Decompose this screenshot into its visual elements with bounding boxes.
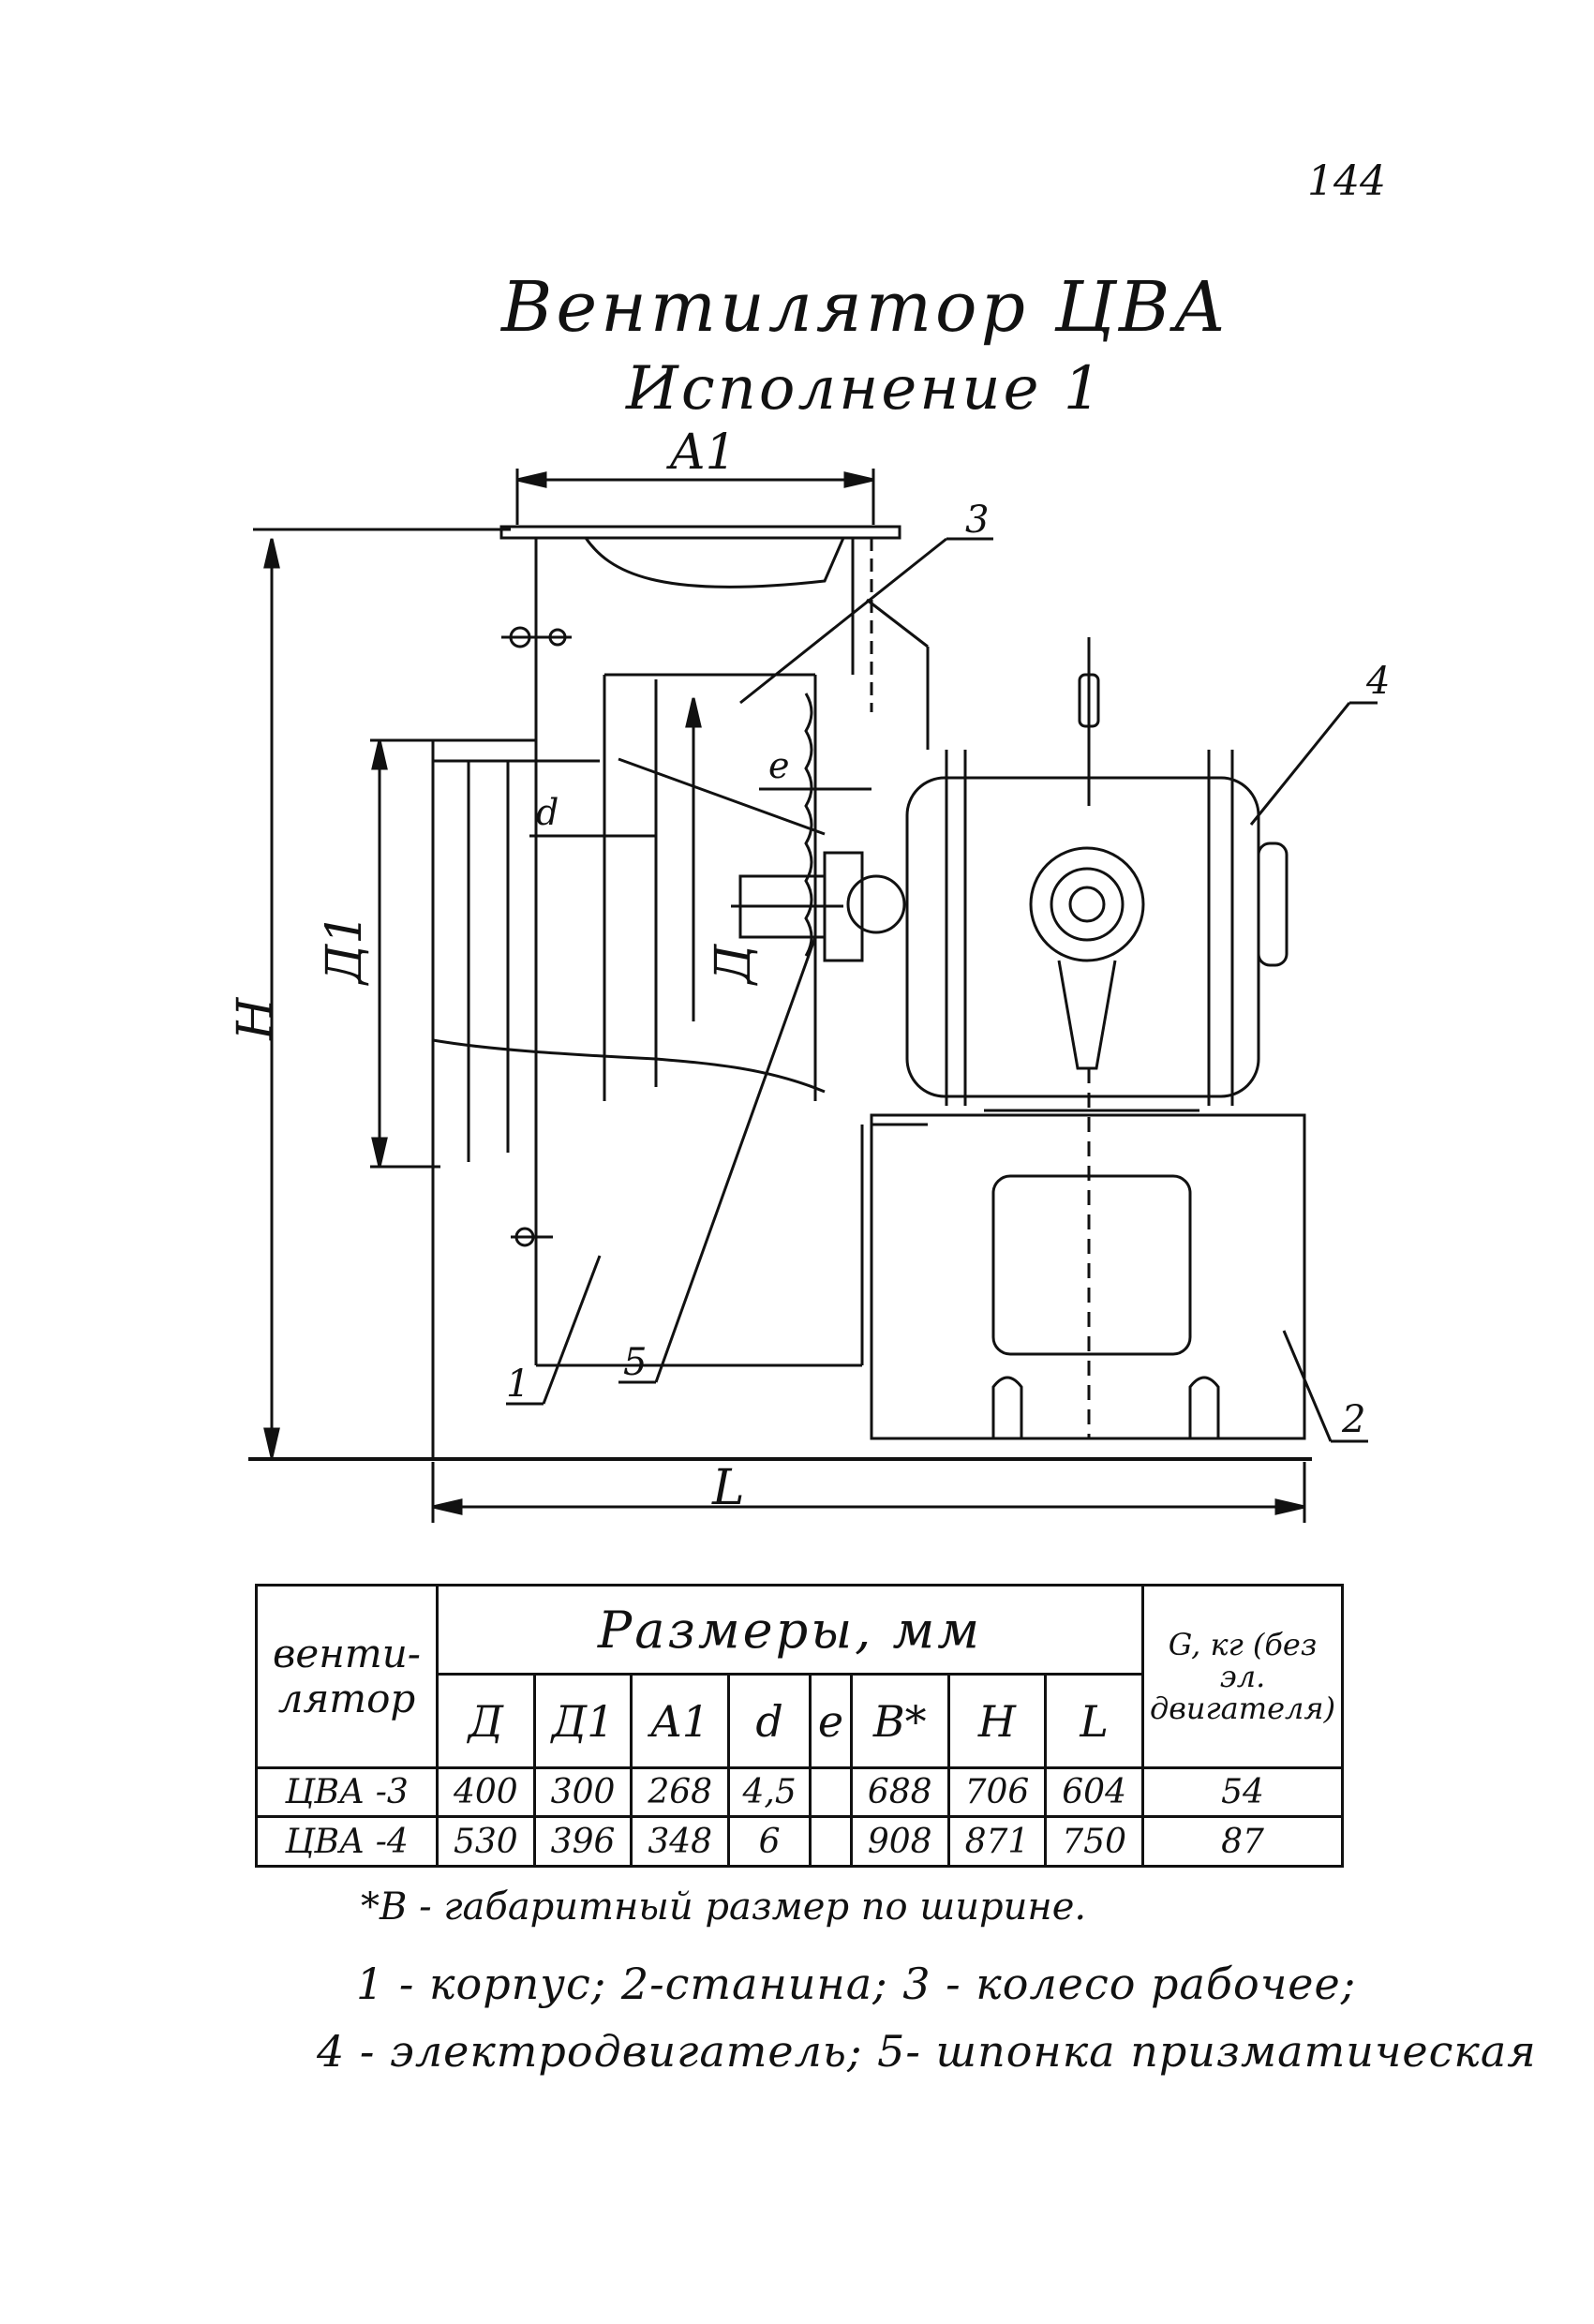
inlet-nozzle: Д1 xyxy=(317,738,826,1171)
table-cell: 871 xyxy=(946,1815,1048,1868)
header-dimensions: Размеры, мм xyxy=(436,1584,1144,1676)
header-col-h: H xyxy=(946,1673,1048,1769)
page-number: 144 xyxy=(1307,157,1386,205)
dim-label-d1: Д1 xyxy=(317,914,373,986)
legend-line-2: 4 - электродвигатель; 5- шпонка призмати… xyxy=(317,2026,1537,2077)
table-cell: 908 xyxy=(849,1815,950,1868)
table-cell: 688 xyxy=(849,1766,950,1818)
table-cell: 300 xyxy=(532,1766,633,1818)
header-col-d1: Д1 xyxy=(532,1673,633,1769)
header-col-a1: A1 xyxy=(630,1673,731,1769)
callout-5: 5 xyxy=(623,1341,647,1384)
fan-casing xyxy=(431,750,864,1459)
hub-and-key xyxy=(654,851,906,1383)
specification-table: венти- лятор Размеры, мм G, кг (без эл. … xyxy=(255,1584,1344,1868)
header-col-d-small: d xyxy=(727,1673,812,1769)
row-fan: ЦВА -4 xyxy=(255,1815,439,1868)
dim-label-l: L xyxy=(711,1460,745,1516)
header-col-d: Д xyxy=(436,1673,536,1769)
outlet-duct xyxy=(499,525,930,750)
row-fan: ЦВА -3 xyxy=(255,1766,439,1818)
fan-technical-drawing: A1 H L xyxy=(228,425,1390,1523)
impeller: Д e d xyxy=(529,673,871,1101)
header-col-b: B* xyxy=(849,1673,950,1769)
callout-1: 1 xyxy=(506,1363,529,1406)
row-weight: 54 xyxy=(1141,1766,1344,1818)
row-weight: 87 xyxy=(1141,1815,1344,1868)
table-cell: 4,5 xyxy=(727,1766,812,1818)
header-col-l: L xyxy=(1044,1673,1144,1769)
dimension-h: H xyxy=(228,528,511,1458)
table-cell: 400 xyxy=(436,1766,536,1818)
table-cell: 348 xyxy=(630,1815,731,1868)
drawing-subtitle: Исполнение 1 xyxy=(626,354,1105,424)
table-cell: 6 xyxy=(727,1815,812,1868)
table-cell: 706 xyxy=(946,1766,1048,1818)
header-weight: G, кг (без эл. двигателя) xyxy=(1141,1584,1344,1769)
callout-2: 2 xyxy=(1341,1398,1365,1441)
dim-label-e: e xyxy=(768,745,790,786)
table-cell xyxy=(809,1766,853,1818)
table-cell: 530 xyxy=(436,1815,536,1868)
table-cell: 604 xyxy=(1044,1766,1144,1818)
callouts: 3 4 1 5 2 xyxy=(506,499,1390,1443)
drawing-title: Вентилятор ЦВА xyxy=(501,267,1230,348)
table-cell: 268 xyxy=(630,1766,731,1818)
callout-4: 4 xyxy=(1365,660,1390,703)
electric-motor xyxy=(905,637,1289,1112)
callout-3: 3 xyxy=(965,499,989,542)
dimension-l: L xyxy=(431,1460,1306,1523)
table-row: ЦВА -4 530 396 348 6 908 871 750 87 xyxy=(255,1815,1344,1868)
footnote: *B - габаритный размер по ширине. xyxy=(361,1885,1087,1929)
motor-stand xyxy=(870,1068,1306,1440)
table-cell: 750 xyxy=(1044,1815,1144,1868)
legend-line-1: 1 - корпус; 2-станина; 3 - колесо рабоче… xyxy=(356,1959,1357,2009)
header-col-e: e xyxy=(809,1673,853,1769)
dim-label-d: Д xyxy=(706,943,762,986)
dim-label-h: H xyxy=(228,996,284,1041)
table-row: ЦВА -3 400 300 268 4,5 688 706 604 54 xyxy=(255,1766,1344,1818)
dim-label-d-small: d xyxy=(536,792,559,833)
dimension-a1: A1 xyxy=(515,425,875,525)
header-fan: венти- лятор xyxy=(255,1584,439,1769)
table-cell: 396 xyxy=(532,1815,633,1868)
dim-label-a1: A1 xyxy=(666,425,737,481)
table-cell xyxy=(809,1815,853,1868)
